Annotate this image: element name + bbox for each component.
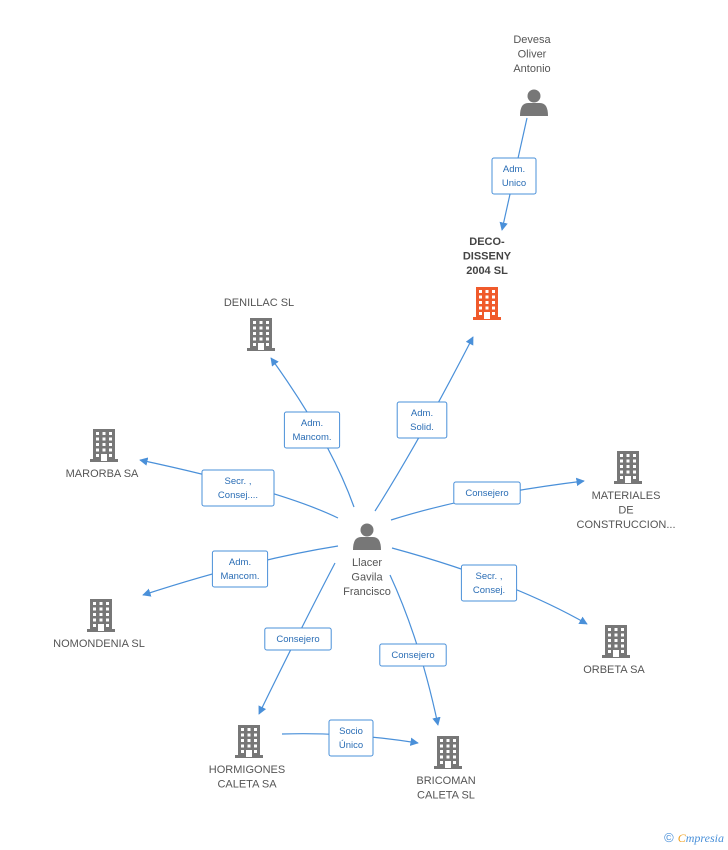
role-label-llacer-materiales[interactable]: Consejero xyxy=(453,481,521,505)
node-label: Francisco xyxy=(343,586,391,598)
node-label: DISSENY xyxy=(463,251,512,263)
role-label-llacer-marorba[interactable]: Secr. , Consej.... xyxy=(201,469,275,507)
role-label-devesa-deco[interactable]: Adm. Unico xyxy=(491,157,537,195)
role-box xyxy=(328,719,374,757)
node-label: CALETA SL xyxy=(417,790,475,802)
role-label-llacer-orbeta[interactable]: Secr. , Consej. xyxy=(460,564,518,602)
building-icon xyxy=(247,318,275,351)
node-label: CONSTRUCCION... xyxy=(577,519,676,531)
role-text: Consejero xyxy=(391,650,434,661)
node-hormigones[interactable]: HORMIGONES CALETA SA xyxy=(209,725,285,791)
role-text: Adm. xyxy=(229,557,251,568)
role-box xyxy=(460,564,518,602)
role-text: Secr. , xyxy=(476,571,503,582)
role-text: Consejero xyxy=(465,488,508,499)
node-label: Antonio xyxy=(513,63,550,75)
role-label-llacer-bricoman[interactable]: Consejero xyxy=(379,643,447,667)
building-icon xyxy=(614,451,642,484)
node-label: Oliver xyxy=(518,49,547,61)
role-box xyxy=(491,157,537,195)
role-text: Socio xyxy=(339,726,363,737)
role-box xyxy=(283,411,341,449)
role-box xyxy=(396,401,448,439)
node-label: DECO- xyxy=(469,236,505,248)
copyright-icon: © xyxy=(664,830,674,845)
node-bricoman[interactable]: BRICOMAN CALETA SL xyxy=(416,736,476,802)
role-box xyxy=(453,481,521,505)
node-label: 2004 SL xyxy=(466,265,508,277)
role-text: Consej. xyxy=(473,585,505,596)
node-label: HORMIGONES xyxy=(209,764,285,776)
node-denillac[interactable]: DENILLAC SL xyxy=(224,297,294,351)
role-box xyxy=(211,550,269,588)
node-orbeta[interactable]: ORBETA SA xyxy=(583,625,645,676)
building-icon xyxy=(434,736,462,769)
role-text: Consejero xyxy=(276,634,319,645)
building-icon xyxy=(602,625,630,658)
node-label: Gavila xyxy=(351,572,383,584)
brand-logo: Cmpresia xyxy=(677,831,724,845)
role-box xyxy=(264,627,332,651)
role-text: Mancom. xyxy=(292,432,331,443)
node-label: DE xyxy=(618,505,633,517)
node-materiales[interactable]: MATERIALES DE CONSTRUCCION... xyxy=(577,451,676,531)
role-text: Adm. xyxy=(411,408,433,419)
building-icon xyxy=(87,599,115,632)
node-label: ORBETA SA xyxy=(583,664,645,676)
node-label: MATERIALES xyxy=(592,490,661,502)
node-label: DENILLAC SL xyxy=(224,297,294,309)
role-text: Adm. xyxy=(503,164,525,175)
node-label: BRICOMAN xyxy=(416,775,475,787)
node-nomondenia[interactable]: NOMONDENIA SL xyxy=(53,599,145,650)
node-deco[interactable]: DECO- DISSENY 2004 SL xyxy=(463,236,512,320)
person-icon xyxy=(520,89,548,116)
node-label: MARORBA SA xyxy=(66,468,139,480)
node-label: NOMONDENIA SL xyxy=(53,638,145,650)
building-icon xyxy=(235,725,263,758)
building-icon xyxy=(473,287,501,320)
edges-layer xyxy=(139,117,588,746)
role-box xyxy=(379,643,447,667)
copyright-footer: ©Cmpresia xyxy=(664,830,724,846)
role-box xyxy=(201,469,275,507)
role-label-llacer-hormigones[interactable]: Consejero xyxy=(264,627,332,651)
role-label-llacer-deco[interactable]: Adm. Solid. xyxy=(396,401,448,439)
role-text: Unico xyxy=(502,178,526,189)
role-text: Secr. , xyxy=(225,476,252,487)
node-label: Llacer xyxy=(352,557,382,569)
building-icon xyxy=(90,429,118,462)
role-text: Mancom. xyxy=(220,571,259,582)
role-text: Único xyxy=(339,740,363,751)
role-text: Adm. xyxy=(301,418,323,429)
role-label-llacer-nomondenia[interactable]: Adm. Mancom. xyxy=(211,550,269,588)
node-marorba[interactable]: MARORBA SA xyxy=(66,429,139,480)
role-label-llacer-denillac[interactable]: Adm. Mancom. xyxy=(283,411,341,449)
node-label: CALETA SA xyxy=(217,779,277,791)
node-label: Devesa xyxy=(513,34,551,46)
role-text: Consej.... xyxy=(218,490,258,501)
person-icon xyxy=(353,523,381,550)
role-text: Solid. xyxy=(410,422,434,433)
